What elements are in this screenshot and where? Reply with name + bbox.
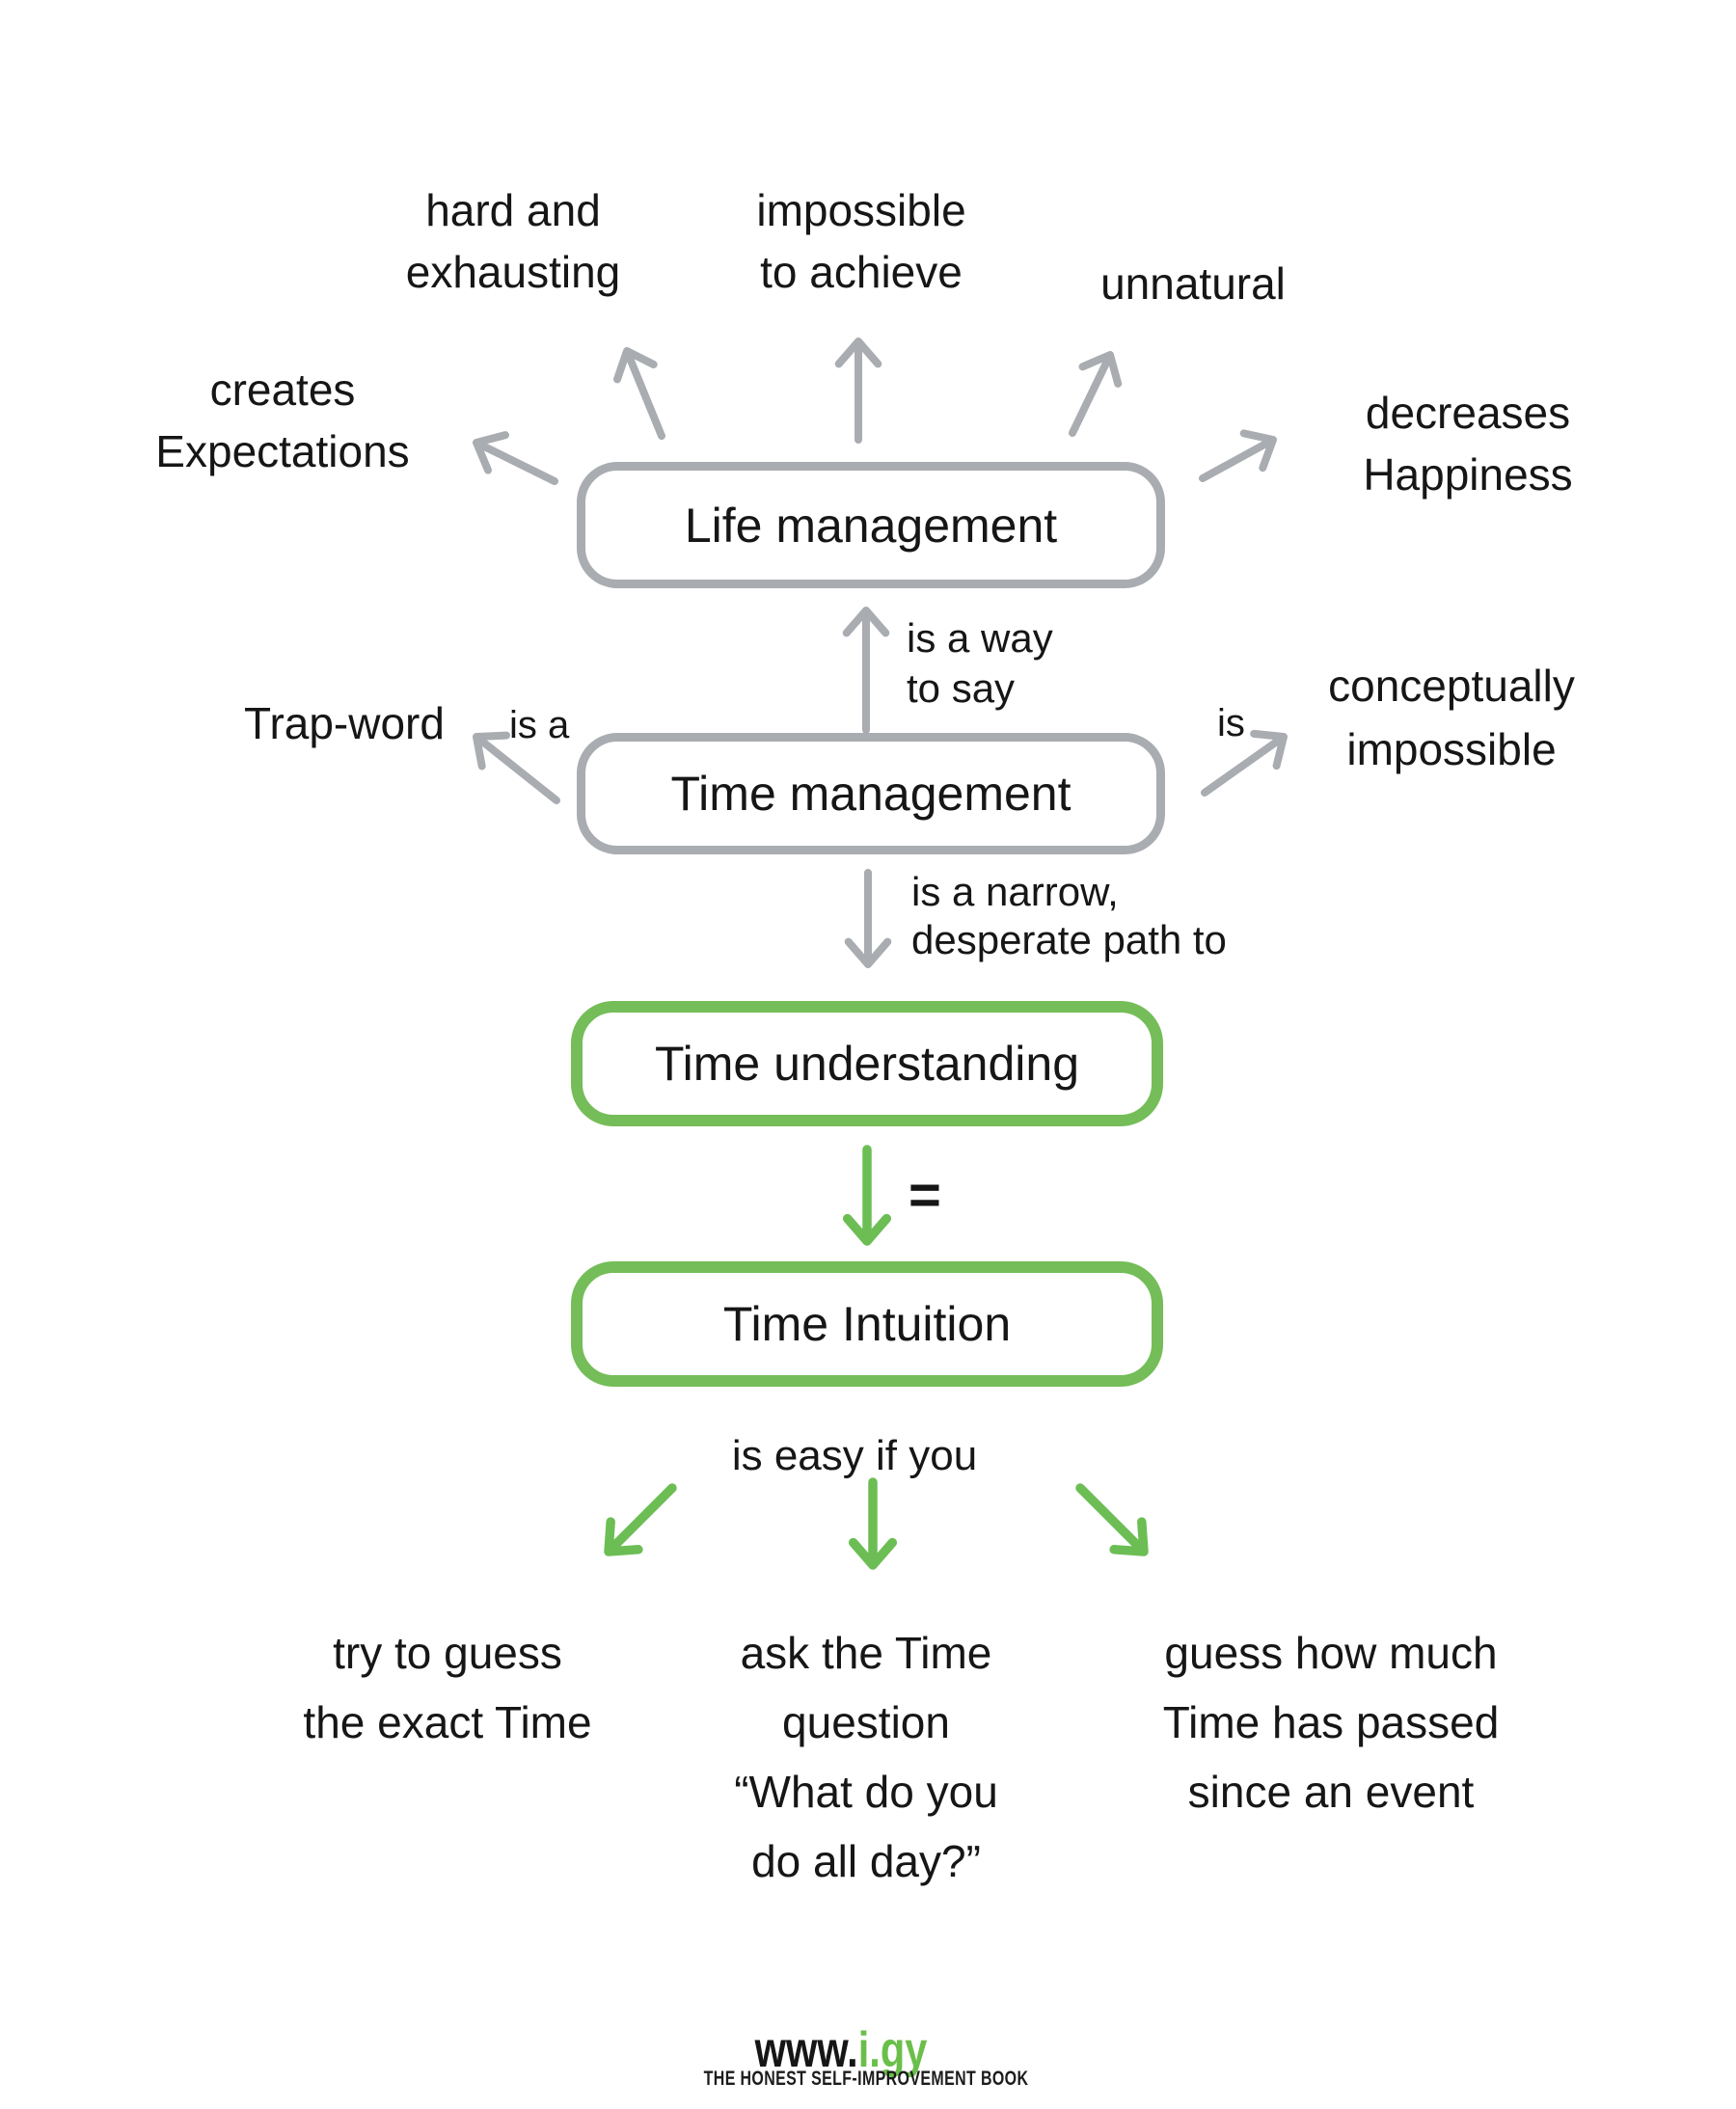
node-life-management: Life management (577, 462, 1165, 588)
label-is-a: is a (509, 704, 570, 746)
label-hard-and-exhausting: hard and exhausting (405, 185, 621, 297)
node-time-management: Time management (577, 733, 1165, 854)
label-trap-word: Trap-word (244, 698, 445, 748)
footer-url-www: www. (754, 2022, 858, 2078)
arrow-timemgmt-to-trapword (473, 731, 560, 804)
node-life-management-label: Life management (684, 498, 1058, 553)
node-time-understanding-label: Time understanding (654, 1037, 1080, 1091)
label-is-easy-if-you: is easy if you (731, 1432, 978, 1479)
node-time-intuition-label: Time Intuition (722, 1297, 1012, 1351)
leaf-guess-time-passed: guess how much Time has passed since an … (1162, 1628, 1500, 1817)
footer-tagline: THE HONEST SELF-IMPROVEMENT BOOK (703, 2068, 1029, 2090)
arrow-understanding-to-intuition (842, 1145, 892, 1246)
label-impossible-to-achieve: impossible to achieve (756, 185, 966, 297)
arrow-timemgmt-to-understanding (844, 869, 892, 968)
leaf-try-to-guess-exact-time: try to guess the exact Time (303, 1628, 592, 1747)
label-is: is (1217, 702, 1245, 744)
arrow-life-to-decreases-happiness (1199, 429, 1277, 482)
arrow-timemgmt-to-life (842, 607, 890, 734)
arrow-intuition-fan-right (1075, 1483, 1149, 1556)
label-conceptually-impossible: conceptually impossible (1328, 661, 1575, 774)
footer-url-igy: i.gy (857, 2022, 928, 2078)
arrow-life-to-creates-expectations (473, 431, 558, 485)
label-is-a-way-to-say: is a way to say (907, 615, 1053, 711)
node-time-understanding: Time understanding (571, 1001, 1163, 1126)
label-decreases-happiness: decreases Happiness (1363, 388, 1573, 500)
label-creates-expectations: creates Expectations (155, 365, 410, 476)
arrow-life-to-impossible-achieve (834, 338, 882, 444)
arrow-timemgmt-to-conceptually (1201, 729, 1288, 797)
arrow-intuition-fan-left (604, 1483, 677, 1556)
leaf-ask-the-time-question: ask the Time question “What do you do al… (734, 1628, 998, 1886)
footer-url: www.i.gy (755, 2021, 928, 2079)
arrow-intuition-fan-middle (848, 1477, 898, 1570)
arrow-life-to-unnatural (1069, 351, 1123, 437)
label-unnatural: unnatural (1100, 258, 1286, 309)
label-equals: = (909, 1164, 941, 1227)
arrow-life-to-hard-exhausting (613, 347, 665, 440)
node-time-management-label: Time management (670, 767, 1071, 821)
label-narrow-desperate-path: is a narrow, desperate path to (911, 869, 1227, 962)
node-time-intuition: Time Intuition (571, 1261, 1163, 1387)
